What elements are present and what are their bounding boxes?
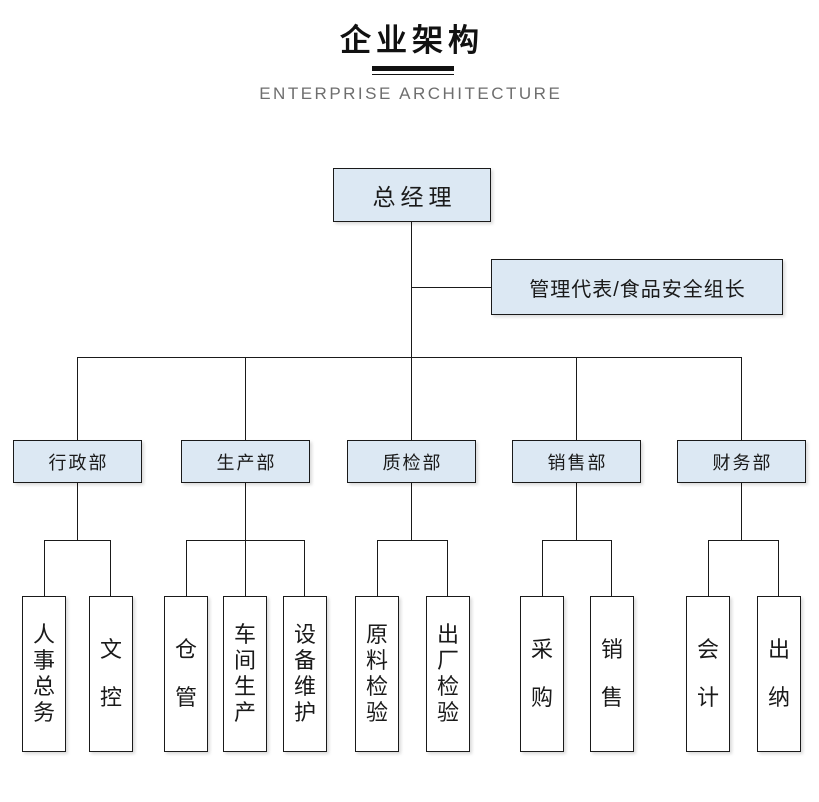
connector-child-drop bbox=[245, 540, 246, 596]
connector-stem-finance bbox=[741, 483, 742, 540]
connector-stem-production bbox=[245, 483, 246, 540]
unit-box-raw-material-inspection: 原料检验 bbox=[355, 596, 399, 752]
connector-children-bar-sales bbox=[542, 540, 612, 541]
connector-dept-drop-qc bbox=[411, 357, 412, 440]
dept-box-finance: 财务部 bbox=[677, 440, 806, 483]
title-underline-thin bbox=[372, 73, 454, 75]
unit-box-sales: 销售 bbox=[590, 596, 634, 752]
connector-child-drop bbox=[542, 540, 543, 596]
connector-child-drop bbox=[44, 540, 45, 596]
connector-child-drop bbox=[778, 540, 779, 596]
connector-stem-sales bbox=[576, 483, 577, 540]
connector-dept-drop-admin bbox=[77, 357, 78, 440]
page-subtitle: ENTERPRISE ARCHITECTURE bbox=[259, 84, 563, 103]
connector-child-drop bbox=[186, 540, 187, 596]
unit-box-equipment-maintenance: 设备维护 bbox=[283, 596, 327, 752]
dept-box-qc: 质检部 bbox=[347, 440, 476, 483]
dept-box-production: 生产部 bbox=[181, 440, 310, 483]
unit-box-purchasing: 采购 bbox=[520, 596, 564, 752]
unit-box-accounting: 会计 bbox=[686, 596, 730, 752]
root-box-general-manager: 总经理 bbox=[333, 168, 491, 222]
connector-child-drop bbox=[611, 540, 612, 596]
connector-child-drop bbox=[110, 540, 111, 596]
connector-stem-admin bbox=[77, 483, 78, 540]
connector-child-drop bbox=[708, 540, 709, 596]
connector-stem-qc bbox=[411, 483, 412, 540]
dept-box-admin: 行政部 bbox=[13, 440, 142, 483]
dept-box-sales: 销售部 bbox=[512, 440, 641, 483]
title-underline-thick bbox=[372, 66, 454, 71]
connector-children-bar-qc bbox=[377, 540, 448, 541]
unit-box-document-control: 文控 bbox=[89, 596, 133, 752]
connector-child-drop bbox=[447, 540, 448, 596]
page-title: 企业架构 bbox=[340, 23, 484, 58]
connector-dept-drop-finance bbox=[741, 357, 742, 440]
connector-children-bar-admin bbox=[44, 540, 111, 541]
connector-staff-branch bbox=[411, 287, 491, 288]
connector-dept-drop-sales bbox=[576, 357, 577, 440]
connector-level1-bar bbox=[77, 357, 742, 358]
unit-box-hr-general-affairs: 人事总务 bbox=[22, 596, 66, 752]
staff-box-management-representative: 管理代表/食品安全组长 bbox=[491, 259, 783, 315]
unit-box-cashier: 出纳 bbox=[757, 596, 801, 752]
connector-dept-drop-production bbox=[245, 357, 246, 440]
unit-box-workshop-production: 车间生产 bbox=[223, 596, 267, 752]
unit-box-warehouse: 仓管 bbox=[164, 596, 208, 752]
connector-root-trunk bbox=[411, 222, 412, 357]
connector-child-drop bbox=[377, 540, 378, 596]
connector-children-bar-finance bbox=[708, 540, 779, 541]
unit-box-outgoing-inspection: 出厂检验 bbox=[426, 596, 470, 752]
connector-child-drop bbox=[304, 540, 305, 596]
